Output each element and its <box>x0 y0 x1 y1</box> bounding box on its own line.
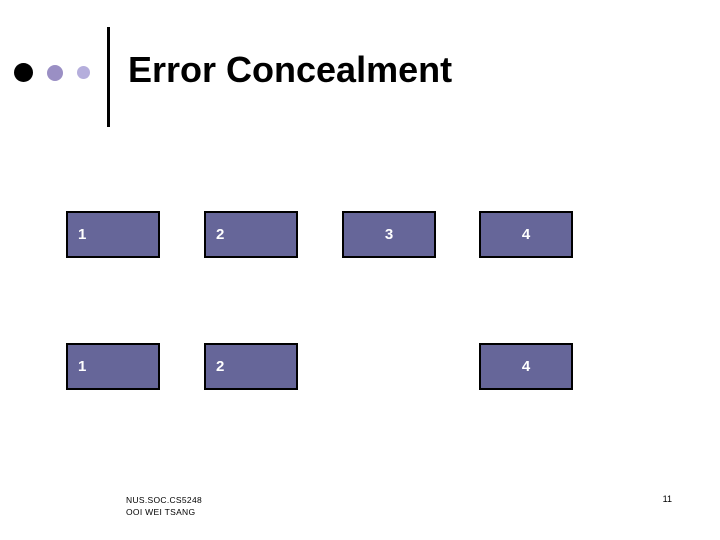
purple-dot-icon <box>47 64 63 81</box>
macroblock: 2 <box>204 343 298 390</box>
page-title: Error Concealment <box>128 49 453 90</box>
macroblock: 4 <box>479 343 573 390</box>
black-dot-icon <box>14 63 33 82</box>
macroblock: 1 <box>66 211 160 258</box>
header-decoration-dots <box>14 63 90 82</box>
header-vertical-rule <box>107 27 110 127</box>
footer-course-info: NUS.SOC.CS5248 OOI WEI TSANG <box>126 494 202 518</box>
light-purple-dot-icon <box>77 66 90 79</box>
footer-author: OOI WEI TSANG <box>126 507 196 517</box>
macroblock: 2 <box>204 211 298 258</box>
macroblock: 4 <box>479 211 573 258</box>
footer-page-number: 11 <box>662 494 672 504</box>
macroblock: 3 <box>342 211 436 258</box>
macroblock: 1 <box>66 343 160 390</box>
footer-course-code: NUS.SOC.CS5248 <box>126 495 203 505</box>
